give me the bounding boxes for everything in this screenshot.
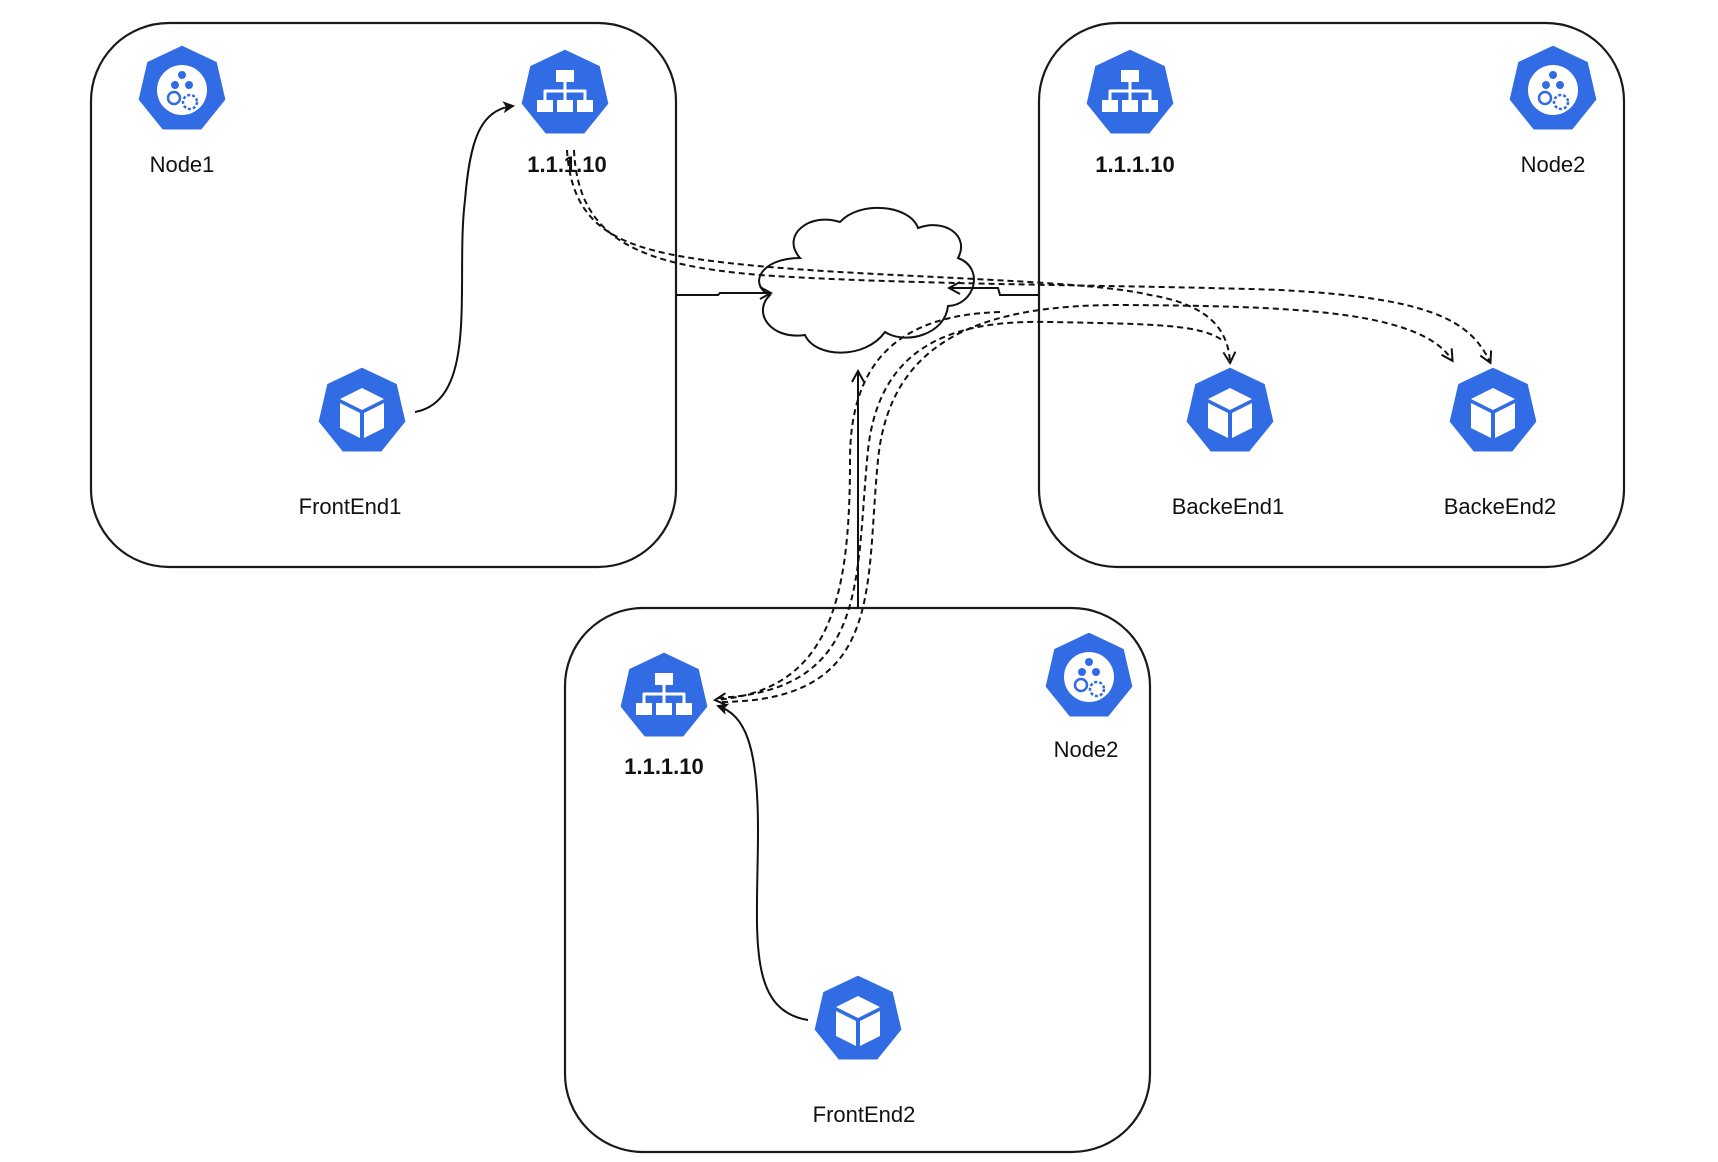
kubernetes-node-icon — [1506, 42, 1600, 133]
service-label: 1.1.1.10 — [1095, 152, 1175, 177]
kubernetes-pod-icon — [811, 972, 905, 1063]
pod-label: FrontEnd2 — [813, 1102, 916, 1127]
node-label: Node2 — [1521, 152, 1586, 177]
pod-label: BackeEnd1 — [1172, 494, 1285, 519]
link-frontend2-to-service — [716, 703, 809, 1021]
node-label: Node1 — [150, 152, 215, 177]
link-node2-to-cloud — [950, 288, 1039, 296]
flow-service3-to-backend2 — [721, 303, 1452, 703]
pod-label: FrontEnd1 — [299, 494, 402, 519]
service-label: 1.1.1.10 — [527, 152, 607, 177]
service-label: 1.1.1.10 — [624, 754, 704, 779]
kubernetes-service-icon — [1083, 46, 1177, 137]
kubernetes-pod-icon — [1183, 364, 1277, 455]
flow-cloud-to-service3 — [716, 311, 1001, 700]
kubernetes-pod-icon — [315, 364, 409, 455]
cloud-icon — [758, 206, 975, 354]
node-label: Node2 — [1054, 737, 1119, 762]
kubernetes-service-icon — [518, 46, 612, 137]
flow-service3-to-backend1 — [717, 320, 1223, 699]
link-frontend1-to-service — [414, 101, 515, 413]
pod-label: BackeEnd2 — [1444, 494, 1557, 519]
flow-service1-to-backend1 — [566, 149, 1230, 362]
link-node1-to-cloud — [676, 293, 770, 295]
kubernetes-pod-icon — [1446, 364, 1540, 455]
kubernetes-node-icon — [135, 42, 229, 133]
flow-service1-to-backend2 — [573, 149, 1490, 362]
kubernetes-node-icon — [1042, 629, 1136, 720]
kubernetes-service-icon — [617, 649, 711, 740]
